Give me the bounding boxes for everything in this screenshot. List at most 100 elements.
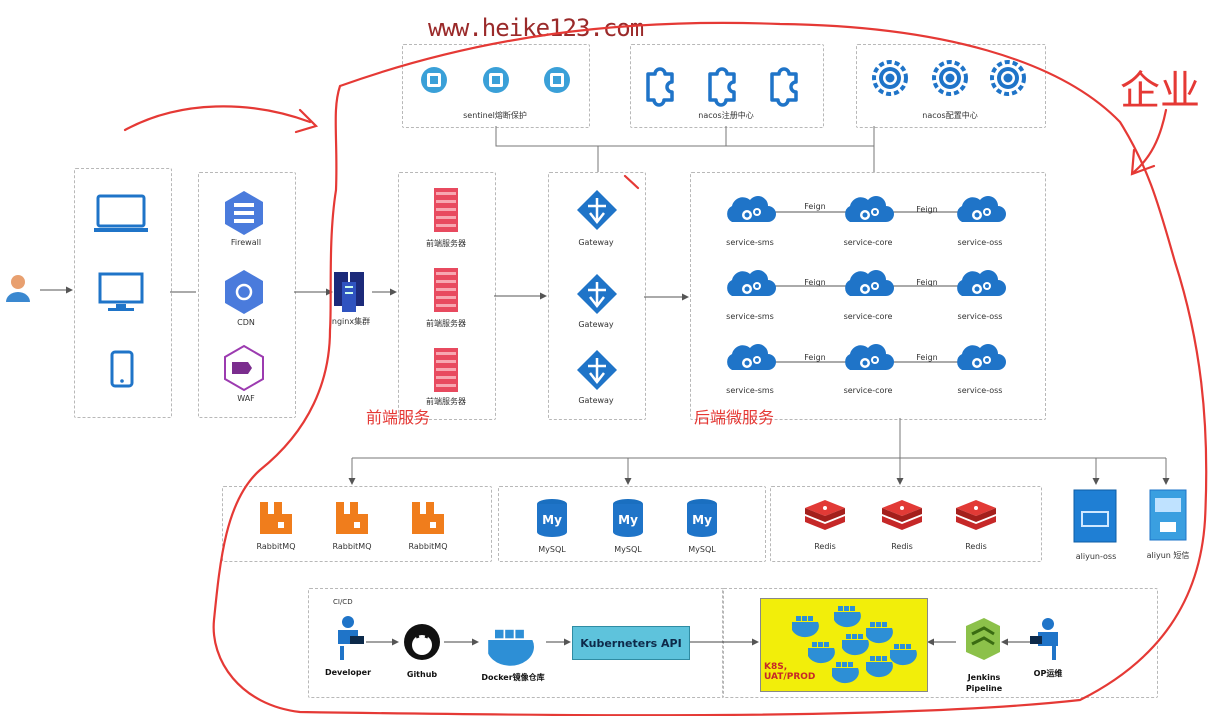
gear-icon bbox=[872, 60, 908, 96]
op-label: OP运维 bbox=[1033, 669, 1063, 678]
redis-group bbox=[770, 486, 1042, 562]
mysql-label: MySQL bbox=[688, 545, 716, 554]
server-icon bbox=[434, 188, 458, 232]
user-icon bbox=[6, 275, 30, 302]
service-cloud-icon bbox=[845, 196, 894, 222]
service-cloud-icon bbox=[727, 270, 776, 296]
mysql-group bbox=[498, 486, 766, 562]
puzzle-icon bbox=[708, 67, 736, 107]
nginx-cluster-icon bbox=[334, 272, 364, 312]
clients-group bbox=[74, 168, 172, 418]
mysql-icon bbox=[687, 499, 717, 537]
nacos-config-group bbox=[856, 44, 1046, 128]
aliyun-oss-icon bbox=[1073, 489, 1117, 543]
service-cloud-icon bbox=[845, 270, 894, 296]
aliyun-oss-label: aliyun-oss bbox=[1075, 552, 1117, 561]
sentinel-label: sentinel熔断保护 bbox=[463, 111, 527, 120]
service-cloud-icon bbox=[957, 344, 1006, 370]
rabbitmq-group bbox=[222, 486, 492, 562]
cdn-label: CDN bbox=[237, 318, 255, 327]
laptop-icon bbox=[94, 194, 148, 232]
service-cloud-icon bbox=[727, 196, 776, 222]
mysql-icon bbox=[537, 499, 567, 537]
puzzle-icon bbox=[770, 67, 798, 107]
gateway-label: Gateway bbox=[578, 396, 614, 405]
gateway-icon bbox=[575, 188, 619, 232]
redis-label: Redis bbox=[965, 542, 987, 551]
feign-label: Feign bbox=[916, 353, 938, 362]
service-cloud-icon bbox=[957, 270, 1006, 296]
backend-note: 后端微服务 bbox=[694, 408, 775, 427]
edge-group bbox=[198, 172, 296, 418]
service-label: service-core bbox=[843, 386, 893, 395]
gateway-group bbox=[548, 172, 646, 420]
redis-label: Redis bbox=[891, 542, 913, 551]
gear-icon bbox=[932, 60, 968, 96]
firewall-icon bbox=[225, 191, 263, 235]
sentinel-icon bbox=[483, 67, 509, 93]
waf-label: WAF bbox=[237, 394, 255, 403]
service-label: service-oss bbox=[957, 238, 1003, 247]
jenkins-icon bbox=[966, 618, 1000, 660]
service-label: service-sms bbox=[726, 386, 774, 395]
microservice-group bbox=[690, 172, 1046, 420]
aliyun-sms-icon bbox=[1149, 489, 1187, 541]
frontend-server-label: 前端服务器 bbox=[426, 239, 466, 248]
cdn-icon bbox=[225, 270, 263, 314]
feign-label: Feign bbox=[916, 278, 938, 287]
service-label: service-sms bbox=[726, 238, 774, 247]
mobile-icon bbox=[110, 350, 134, 388]
rabbitmq-icon bbox=[260, 502, 292, 534]
frontend-server-label: 前端服务器 bbox=[426, 397, 466, 406]
rabbitmq-label: RabbitMQ bbox=[256, 542, 296, 551]
frontend-server-label: 前端服务器 bbox=[426, 319, 466, 328]
handwritten-corner-text: 企业 bbox=[1120, 68, 1200, 114]
feign-label: Feign bbox=[916, 205, 938, 214]
puzzle-icon bbox=[646, 67, 674, 107]
feign-label: Feign bbox=[804, 202, 826, 211]
sentinel-icon bbox=[544, 67, 570, 93]
firewall-label: Firewall bbox=[230, 238, 262, 247]
developer-label: Developer bbox=[324, 668, 372, 677]
redis-icon bbox=[805, 500, 845, 530]
waf-icon bbox=[224, 344, 264, 392]
rabbitmq-icon bbox=[336, 502, 368, 534]
service-cloud-icon bbox=[957, 196, 1006, 222]
developer-icon bbox=[338, 616, 364, 660]
mysql-label: MySQL bbox=[614, 545, 642, 554]
gear-icon bbox=[990, 60, 1026, 96]
rabbitmq-label: RabbitMQ bbox=[332, 542, 372, 551]
mysql-icon bbox=[613, 499, 643, 537]
gateway-label: Gateway bbox=[578, 238, 614, 247]
sentinel-icon bbox=[421, 67, 447, 93]
docker-label: Docker镜像仓库 bbox=[481, 673, 545, 682]
k8s-label: K8S, UAT/PROD bbox=[764, 662, 816, 682]
github-label: Github bbox=[406, 670, 438, 679]
github-icon bbox=[404, 624, 440, 660]
feign-label: Feign bbox=[804, 353, 826, 362]
gateway-icon bbox=[575, 348, 619, 392]
feign-label: Feign bbox=[804, 278, 826, 287]
gateway-icon bbox=[575, 272, 619, 316]
cicd-section-label: CI/CD bbox=[333, 598, 353, 606]
red-annotation-strokes bbox=[123, 21, 1208, 716]
redis-icon bbox=[882, 500, 922, 530]
kubernetes-api-box: Kuberneters API bbox=[572, 626, 690, 660]
nacos-config-label: nacos配置中心 bbox=[922, 111, 978, 120]
aliyun-sms-label: aliyun 短信 bbox=[1146, 551, 1190, 560]
gateway-label: Gateway bbox=[578, 320, 614, 329]
redis-label: Redis bbox=[814, 542, 836, 551]
rabbitmq-icon bbox=[412, 502, 444, 534]
service-cloud-icon bbox=[845, 344, 894, 370]
monitor-icon bbox=[98, 272, 144, 311]
mysql-label: MySQL bbox=[538, 545, 566, 554]
service-label: service-core bbox=[843, 238, 893, 247]
docker-icon bbox=[488, 629, 534, 666]
rabbitmq-label: RabbitMQ bbox=[408, 542, 448, 551]
nginx-label: nginx集群 bbox=[331, 317, 371, 326]
cicd-group bbox=[308, 588, 724, 698]
frontend-note: 前端服务 bbox=[366, 408, 431, 427]
redis-icon bbox=[956, 500, 996, 530]
server-icon bbox=[434, 348, 458, 392]
